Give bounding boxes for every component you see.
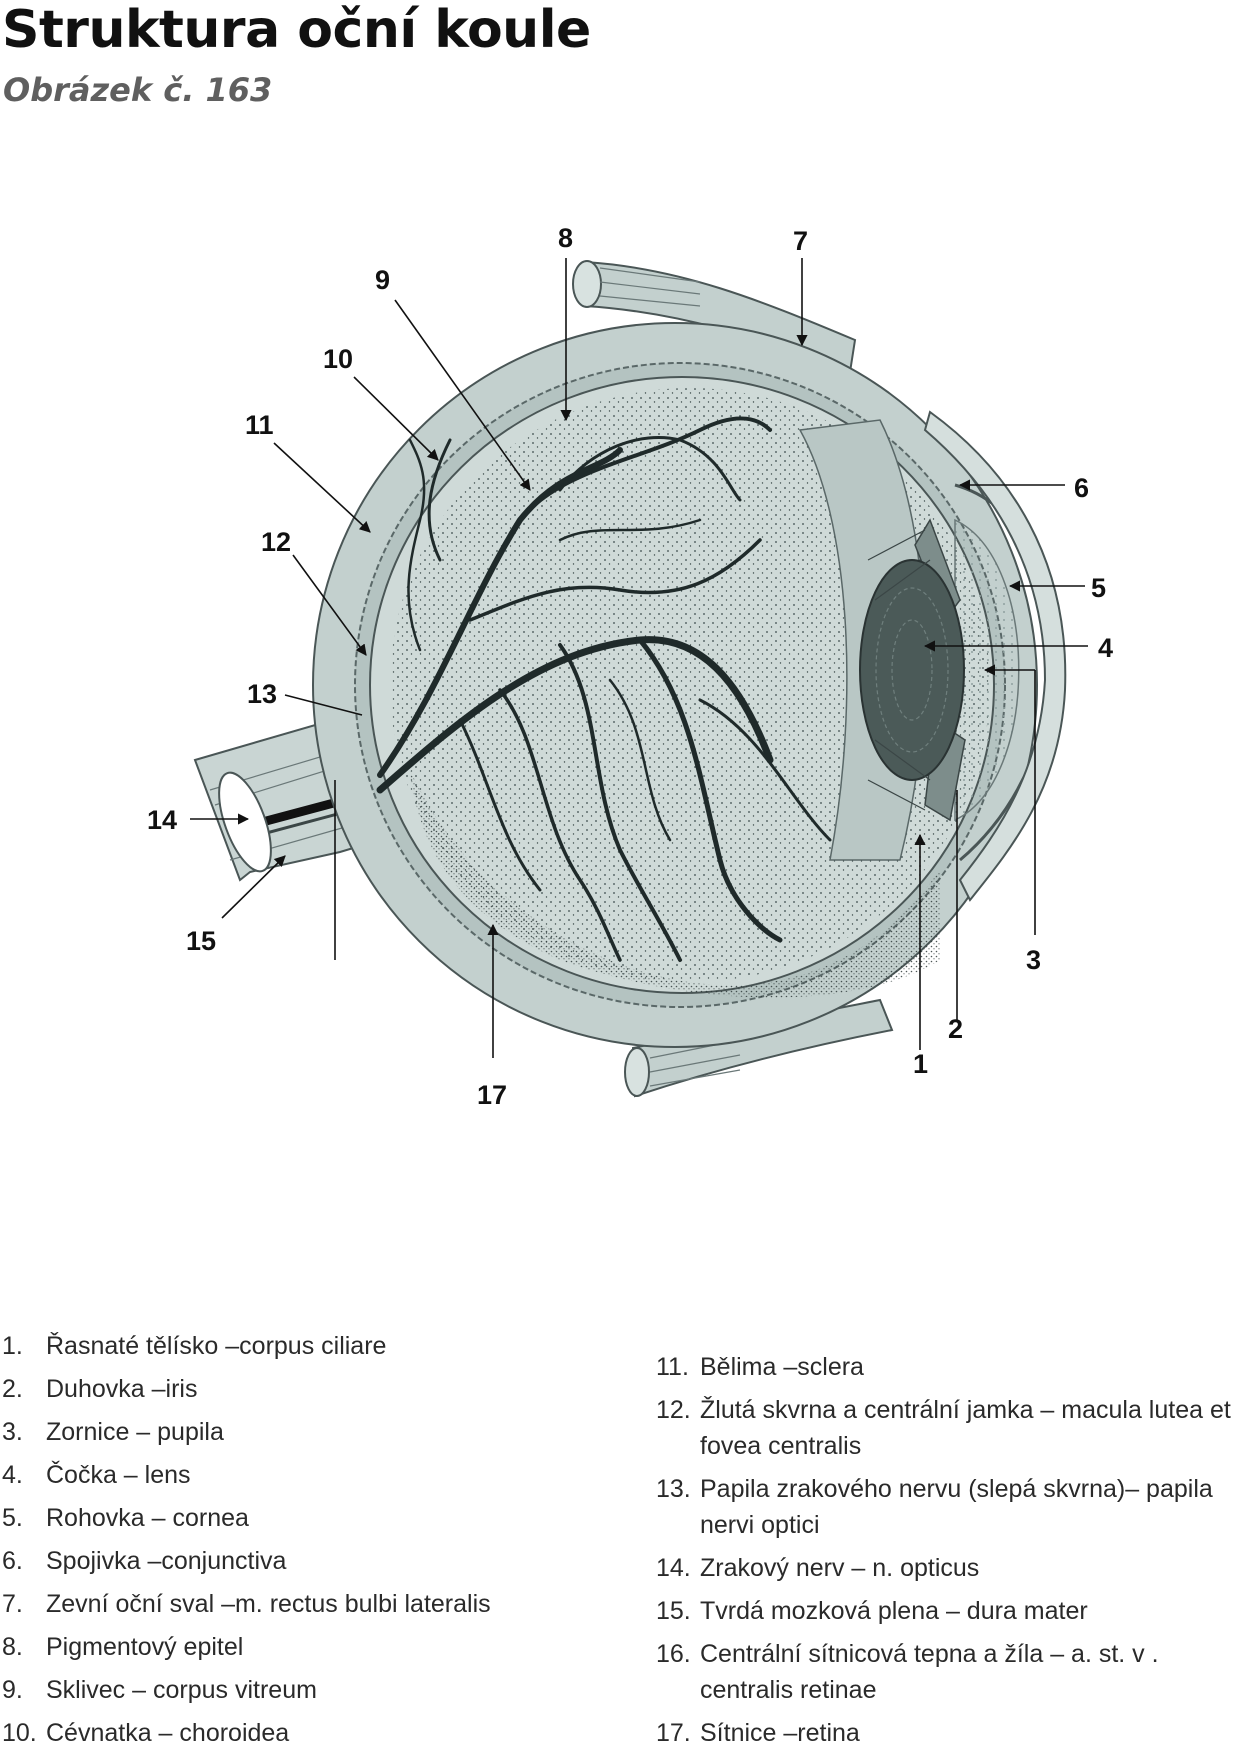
legend-item: 9.Sklivec – corpus vitreum: [2, 1676, 317, 1704]
callout-13: 13: [247, 679, 277, 709]
lateral-rectus-muscle-lower: [624, 998, 894, 1098]
legend-item: 17.Sítnice –retina: [656, 1719, 860, 1747]
legend-left: 1.Řasnaté tělísko –corpus ciliare 2.Duho…: [2, 1328, 602, 1758]
figure-number: Obrázek č. 163: [3, 71, 273, 109]
legend-item: 1.Řasnaté tělísko –corpus ciliare: [2, 1332, 387, 1360]
legend-item: 5.Rohovka – cornea: [2, 1504, 249, 1532]
eye-diagram: 1 2 3 4 5 6 7 8 9 10 11 12 13 14 15 17: [147, 223, 1113, 1110]
legend-item: 4.Čočka – lens: [2, 1461, 191, 1489]
legend-item: 14.Zrakový nerv – n. opticus: [656, 1554, 980, 1582]
legend-item: 8.Pigmentový epitel: [2, 1633, 244, 1661]
legend-item: 16.Centrální sítnicová tepna a žíla – a.…: [656, 1640, 1159, 1704]
legend-item: 11.Bělima –sclera: [656, 1353, 864, 1381]
callout-11: 11: [245, 410, 274, 440]
page-title: Struktura oční koule: [2, 0, 591, 60]
legend-item: 10.Cévnatka – choroidea: [2, 1719, 290, 1747]
callout-7: 7: [793, 226, 808, 256]
legend-item: 6.Spojivka –conjunctiva: [2, 1547, 287, 1575]
legend-item: 2.Duhovka –iris: [2, 1375, 198, 1403]
callout-12: 12: [261, 527, 291, 557]
leader-lines: [190, 258, 1088, 1058]
callout-5: 5: [1091, 573, 1106, 603]
callout-17: 17: [477, 1080, 507, 1110]
conjunctiva: [923, 410, 1067, 902]
legend-item: 3.Zornice – pupila: [2, 1418, 224, 1446]
legend-item: 7.Zevní oční sval –m. rectus bulbi later…: [2, 1590, 491, 1618]
legend-right: 11.Bělima –sclera 12.Žlutá skvrna a cent…: [656, 1349, 1254, 1758]
callout-1: 1: [913, 1049, 928, 1079]
callout-6: 6: [1074, 473, 1089, 503]
callout-8: 8: [558, 223, 573, 253]
callout-3: 3: [1026, 945, 1041, 975]
callout-4: 4: [1098, 633, 1113, 663]
callout-10: 10: [323, 344, 353, 374]
lens: [859, 559, 965, 781]
callout-15: 15: [186, 926, 216, 956]
legend-item: 12.Žlutá skvrna a centrální jamka – macu…: [656, 1396, 1231, 1460]
vitreous-lower-shading: [410, 770, 940, 998]
legend-item: 13.Papila zrakového nervu (slepá skvrna)…: [656, 1475, 1213, 1539]
callout-14: 14: [147, 805, 177, 835]
callout-2: 2: [948, 1014, 963, 1044]
callout-9: 9: [375, 265, 390, 295]
legend-item: 15.Tvrdá mozková plena – dura mater: [656, 1597, 1088, 1625]
retinal-blood-vessels: [376, 416, 832, 962]
